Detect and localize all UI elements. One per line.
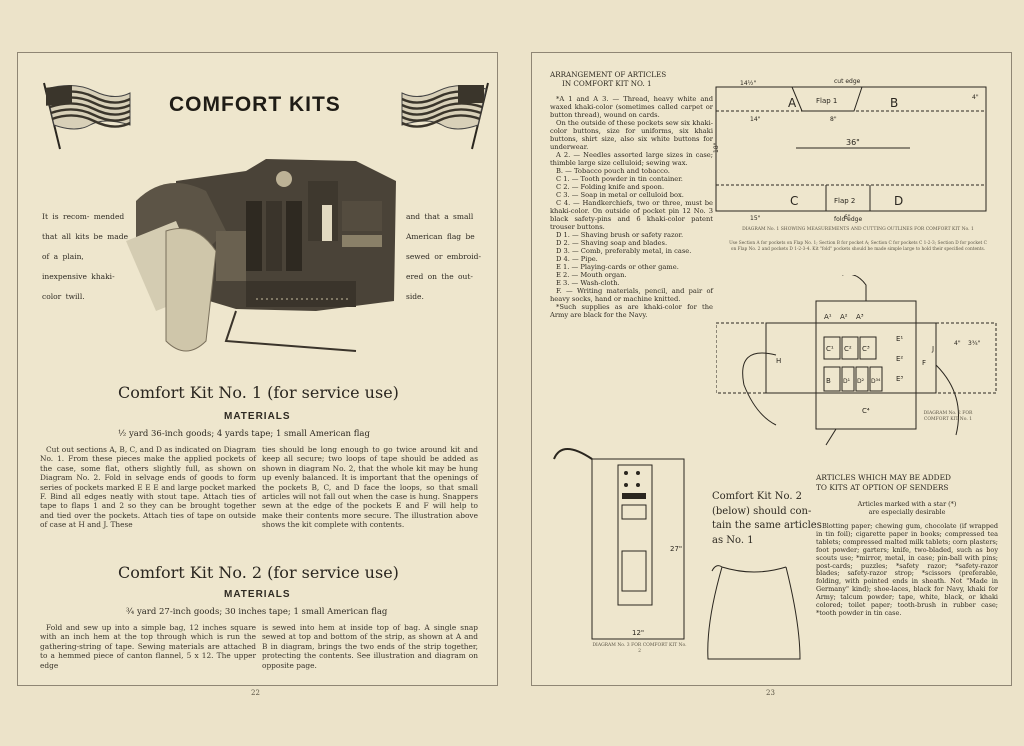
arrangement-item: A 2. — Needles assorted large sizes in c… (550, 151, 713, 167)
d1-fold-edge: fold edge (834, 216, 862, 223)
d2-a1: A¹ (824, 313, 832, 321)
arrangement-item: C 4. — Handkerchiefs, two or three, must… (550, 199, 713, 231)
arrangement-item: D 1. — Shaving brush or safety razor. (556, 231, 684, 239)
d1-b: B (890, 96, 898, 110)
kit2-note-line: tain the same articles (712, 520, 822, 531)
d2-b: B (826, 377, 831, 385)
d1-a: A (788, 96, 797, 110)
d3-m27: 27" (670, 545, 682, 553)
arrangement-item: D 4. — Pipe. (556, 255, 598, 263)
right-page: ARRANGEMENT OF ARTICLES IN COMFORT KIT N… (531, 52, 1012, 697)
kit1-text-col2: ties should be long enough to go twice a… (262, 445, 478, 530)
d1-m6: 6" (844, 214, 851, 221)
arrangement-item: E 1. — Playing-cards or other game. (556, 263, 679, 271)
kit1-heading: Comfort Kit No. 1 (for service use) (118, 383, 399, 402)
diagram-3-caption: DIAGRAM No. 3 FOR COMFORT KIT No. 2 (592, 643, 687, 654)
kit2-materials: ¾ yard 27-inch goods; 30 inches tape; 1 … (126, 607, 388, 617)
d2-c2: C² (844, 345, 852, 353)
arrangement-item: C 2. — Folding knife and spoon. (556, 183, 665, 191)
d3-m12: 12" (632, 629, 644, 637)
kit2-note-line: as No. 1 (712, 534, 754, 546)
american-flag-right-icon (401, 82, 489, 150)
diagram-1-caption: DIAGRAM No. 1 SHOWING MEASUREMENTS AND C… (742, 227, 974, 232)
kit1-materials: ½ yard 36-inch goods; 4 yards tape; 1 sm… (118, 429, 370, 439)
d2-h: H (776, 357, 781, 365)
american-flag-left-icon (43, 82, 131, 150)
arrangement-item: *A 1 and A 3. — Thread, heavy white and … (550, 95, 713, 119)
bag-sketch (707, 565, 801, 660)
side-note-right: and that a small American flag be sewed … (406, 212, 482, 301)
optional-title-line: TO KITS AT OPTION OF SENDERS (816, 482, 949, 492)
arrangement-item: D 3. — Comb, preferably metal, in case. (556, 247, 692, 255)
page-number-right: 23 (766, 689, 775, 697)
d2-c3: C³ (862, 345, 870, 353)
d2-e1: E¹ (896, 335, 903, 343)
arrangement-item: On the outside of these pockets sew six … (550, 119, 713, 151)
optional-text: Blotting paper; chewing gum, chocolate (… (816, 522, 998, 617)
diagram-3: 27" 12" (553, 448, 685, 640)
d2-m4: 4" (954, 340, 961, 347)
d2-e2: E² (896, 355, 903, 363)
d1-d: D (894, 194, 903, 208)
arrangement-item: E 3. — Wash-cloth. (556, 279, 620, 287)
side-note-left: It is recom- mended that all kits be mad… (42, 212, 129, 301)
kit2-materials-label: MATERIALS (224, 589, 291, 600)
d1-m4: 4" (972, 94, 979, 101)
kit2-text-col2: is sewed into hem at inside top of bag. … (262, 623, 478, 670)
d1-m15: 15" (750, 215, 761, 222)
d1-c: C (790, 194, 798, 208)
d1-m14a: 14½" (740, 80, 756, 87)
d2-a3: A³ (856, 313, 864, 321)
d2-f: F (922, 359, 926, 367)
kit1-text-col1: Cut out sections A, B, C, and D as indic… (40, 445, 256, 530)
kit2-note-line: (below) should con- (712, 505, 812, 517)
diagram-2: H A¹ A² A³ C¹ C² C³ B D¹ D² D³⁴ E¹ E² E³… (716, 275, 997, 446)
arrangement-item: D 2. — Shaving soap and blades. (556, 239, 668, 247)
d2-c4: C⁴ (862, 407, 870, 415)
comfort-kit-photo (126, 159, 396, 352)
kit2-note-line: Comfort Kit No. 2 (712, 491, 803, 502)
arrangement-item: C 1. — Tooth powder in tin container. (556, 175, 683, 183)
kit2-text-col1: Fold and sew up into a simple bag, 12 in… (40, 623, 256, 670)
arrangement-item: E 2. — Mouth organ. (556, 271, 627, 279)
arrangement-item: B. — Tobacco pouch and tobacco. (556, 167, 670, 175)
arrangement-item: C 3. — Soap in metal or celluloid box. (556, 191, 684, 199)
d2-d34: D³⁴ (871, 378, 881, 385)
d2-m3: 3¾" (968, 340, 981, 347)
d2-d2: D² (857, 378, 865, 385)
d2-e3: E³ (896, 375, 903, 383)
arrangement-item: F. — Writing materials, pencil, and pair… (550, 287, 713, 303)
diagram-2-caption: DIAGRAM No. 2 FOR COMFORT KIT No. 1 (923, 411, 973, 422)
kit2-note: Comfort Kit No. 2 (below) should con- ta… (712, 490, 822, 548)
kit1-materials-label: MATERIALS (224, 411, 291, 422)
d2-d1: D¹ (843, 378, 851, 385)
optional-subtitle-line: are especially desirable (868, 508, 946, 516)
optional-subtitle: Articles marked with a star (*) are espe… (832, 500, 982, 516)
left-page: COMFORT KITS It is recom- mended that al… (17, 52, 498, 697)
diagram-1-note: Use Section A for pockets on Flap No. 1;… (729, 241, 987, 252)
page-title: COMFORT KITS (169, 93, 341, 116)
d1-cut-edge: cut edge (834, 78, 861, 85)
d1-m18: 18" (713, 142, 720, 153)
arrangement-list: *A 1 and A 3. — Thread, heavy white and … (550, 95, 713, 319)
optional-title: ARTICLES WHICH MAY BE ADDED TO KITS AT O… (816, 473, 998, 492)
d2-a2: A² (840, 313, 848, 321)
d1-m14b: 14" (750, 116, 761, 123)
d2-c1: C¹ (826, 345, 834, 353)
arrangement-title-line: IN COMFORT KIT NO. 1 (562, 78, 652, 88)
page-number-left: 22 (251, 689, 260, 697)
d1-flap2: Flap 2 (834, 197, 855, 205)
optional-title-line: ARTICLES WHICH MAY BE ADDED (816, 473, 951, 482)
d1-flap1: Flap 1 (816, 97, 837, 105)
optional-subtitle-line: Articles marked with a star (*) (857, 500, 957, 508)
arrangement-title-line: ARRANGEMENT OF ARTICLES (550, 70, 667, 79)
d2-j: J (931, 345, 934, 353)
d1-w36: 36" (846, 138, 860, 147)
diagram-1: cut edge fold edge A Flap 1 B 36" C Flap… (713, 78, 987, 223)
arrangement-item: *Such supplies as are khaki-color for th… (550, 303, 713, 319)
kit2-heading: Comfort Kit No. 2 (for service use) (118, 563, 399, 582)
arrangement-title: ARRANGEMENT OF ARTICLES IN COMFORT KIT N… (550, 70, 715, 89)
d1-m8: 8" (830, 116, 837, 123)
